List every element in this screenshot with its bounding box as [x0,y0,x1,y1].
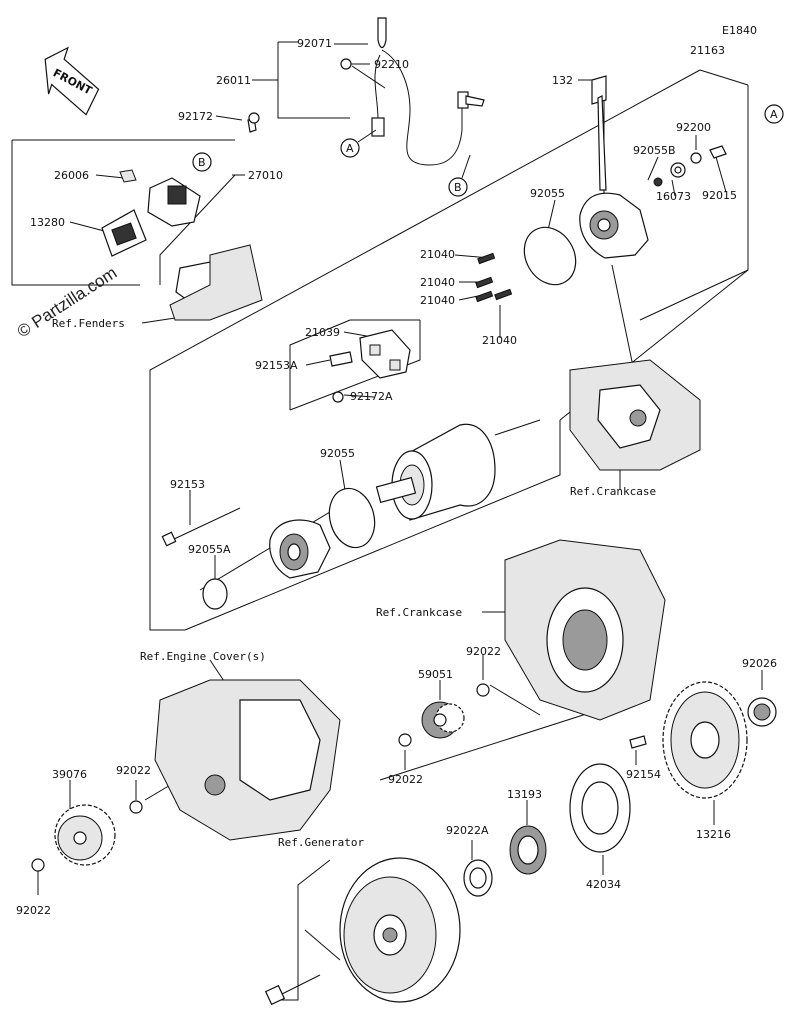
leader-lines [37,41,763,1001]
part-label: 21163 [690,44,725,57]
group-frames [11,69,749,631]
reference-labels: Ref.Fenders Ref.Crankcase Ref.Crankcase … [52,317,656,849]
front-arrow-icon: FRONT [44,46,100,116]
crankcase-upper [569,359,701,471]
diagram-code: E1840 [722,24,757,37]
callout-a-cable: A [346,142,354,155]
part-label: 13193 [507,788,542,801]
starter-cable [340,17,485,197]
starter-front-cover [161,507,331,610]
callout-b-cable: B [454,181,462,194]
part-label: 92022 [388,773,423,786]
part-label: 92153 [170,478,205,491]
part-label: 27010 [248,169,283,182]
starter-motor-body [328,419,541,549]
part-label: 16073 [656,190,691,203]
part-number-labels: 92071 26011 92210 92172 27010 26006 1328… [16,37,777,917]
part-label: 92022A [446,824,489,837]
part-label: 92015 [702,189,737,202]
part-label: 92153A [255,359,298,372]
part-label: 92154 [626,768,661,781]
part-label: 92022 [16,904,51,917]
part-label: 92200 [676,121,711,134]
part-label: 21039 [305,326,340,339]
part-label: 92055 [530,187,565,200]
part-label: 42034 [586,878,621,891]
ref-generator: Ref.Generator [278,836,364,849]
generator-rotor [264,857,461,1006]
part-label: 13280 [30,216,65,229]
ref-fenders: Ref.Fenders [52,317,125,330]
part-label: 92055B [633,144,676,157]
part-label: 26011 [216,74,251,87]
part-label: 21040 [420,248,455,261]
part-label: 59051 [418,668,453,681]
part-label: 92026 [742,657,777,670]
part-label: 92172A [350,390,393,403]
crankcase-middle [504,539,666,721]
part-label: 21040 [420,294,455,307]
part-label: 92055A [188,543,231,556]
part-label: 132 [552,74,573,87]
callouts: A A B B [198,104,784,194]
part-label: 13216 [696,828,731,841]
callout-b-relay: B [198,156,206,169]
engine-cover [154,679,341,841]
callout-a-top: A [770,108,778,121]
part-label: 92022 [466,645,501,658]
starter-gears [31,683,777,872]
ref-engine-covers: Ref.Engine Cover(s) [140,650,266,663]
ref-crankcase-lower: Ref.Crankcase [376,606,462,619]
part-label: 21040 [482,334,517,347]
part-label: 92022 [116,764,151,777]
starter-relay [101,112,263,321]
part-label: 39076 [52,768,87,781]
part-label: 92071 [297,37,332,50]
part-label: 92172 [178,110,213,123]
part-label: 92055 [320,447,355,460]
part-label: 26006 [54,169,89,182]
part-label: 21040 [420,276,455,289]
starter-rear-cover [523,75,727,286]
ref-crankcase-upper: Ref.Crankcase [570,485,656,498]
starter-clutch [463,681,748,897]
part-label: 92210 [374,58,409,71]
starter-brushes [329,252,513,403]
